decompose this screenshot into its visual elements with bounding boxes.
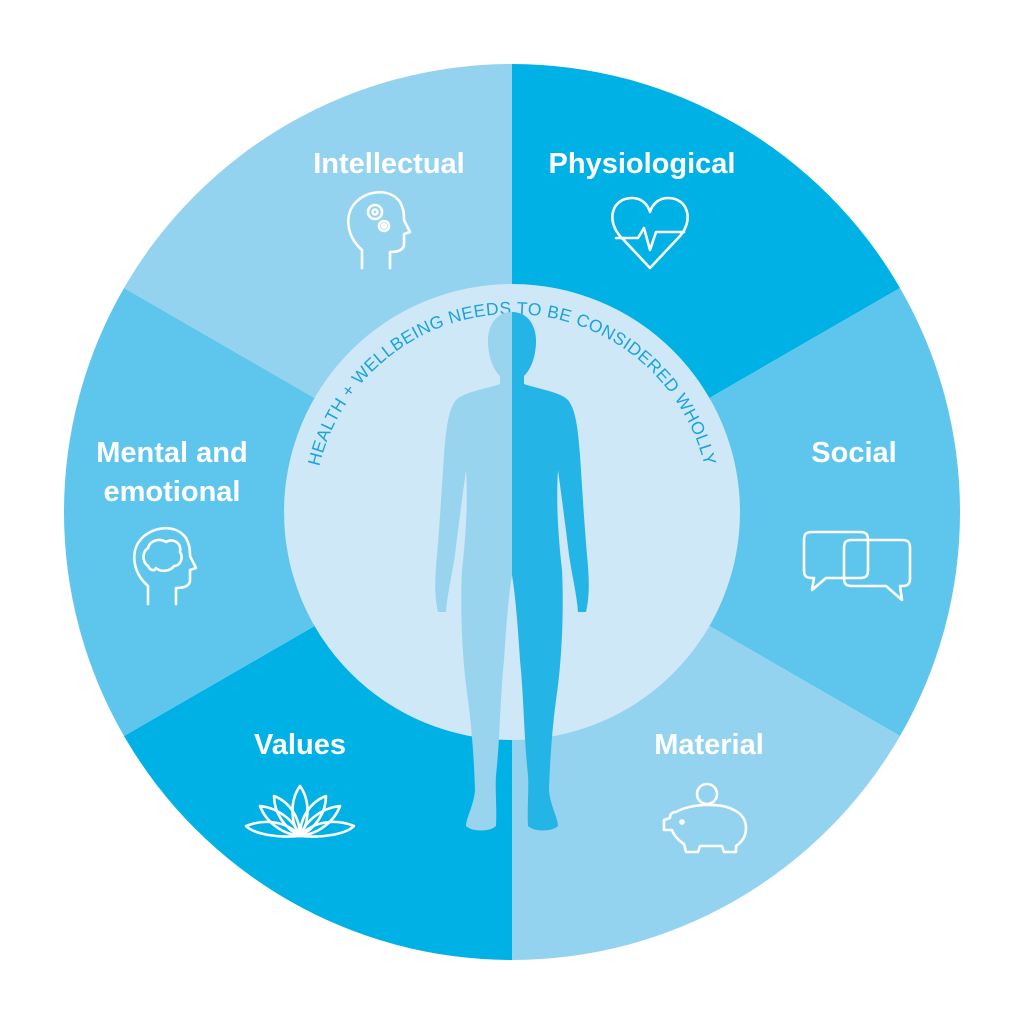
label-mental-emotional-line2: emotional [104, 476, 241, 508]
figure-right-half [512, 312, 589, 831]
speech-bubbles-icon [802, 530, 912, 602]
label-values: Values [254, 729, 346, 761]
lotus-icon [244, 784, 356, 838]
piggy-bank-icon [662, 782, 748, 854]
label-intellectual: Intellectual [313, 148, 465, 180]
figure-right-silhouette [512, 312, 589, 831]
label-physiological: Physiological [549, 148, 736, 180]
heart-pulse-icon [611, 196, 689, 270]
label-mental-emotional-line1: Mental and [96, 437, 247, 469]
figure-left-silhouette [435, 312, 512, 831]
figure-left-half [435, 312, 512, 831]
head-gears-icon [347, 190, 412, 270]
label-social: Social [811, 437, 896, 469]
human-figure [435, 312, 589, 831]
head-brain-icon [133, 526, 198, 606]
label-material: Material [654, 729, 764, 761]
